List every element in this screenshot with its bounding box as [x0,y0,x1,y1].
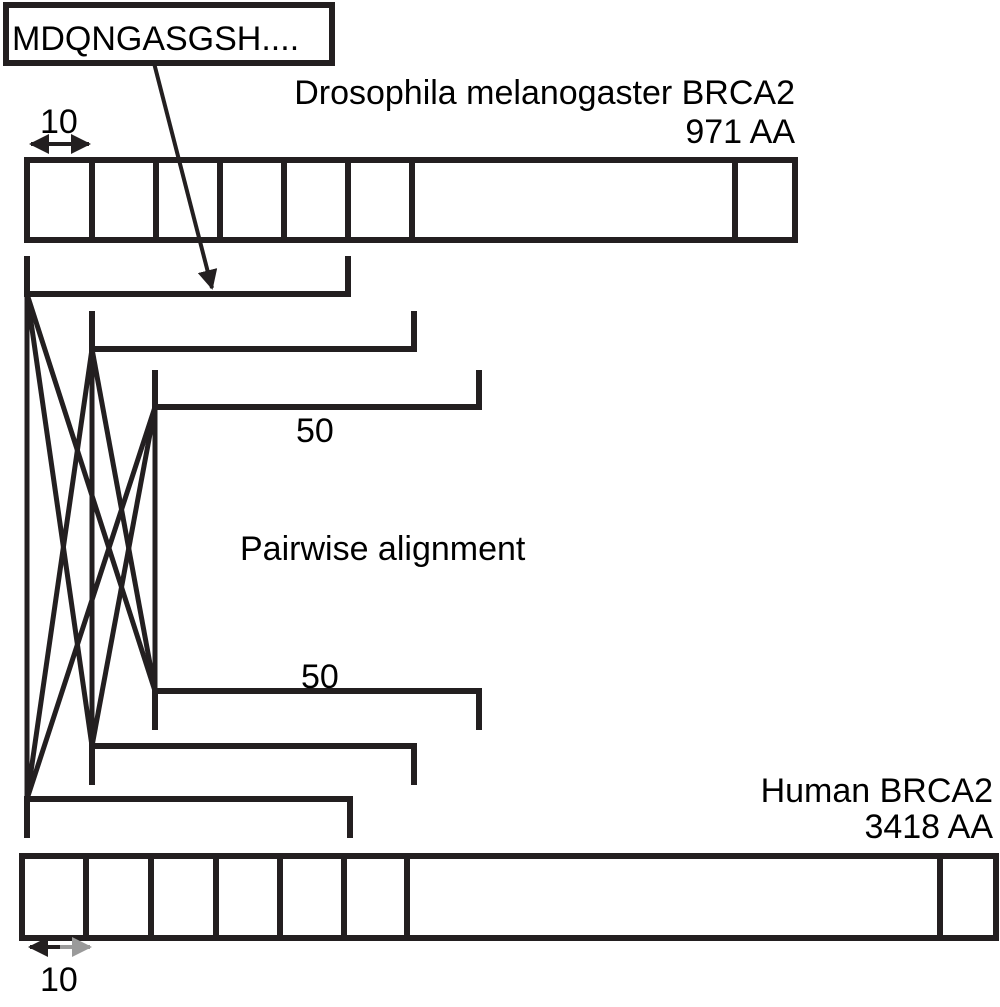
drosophila-domain-dividers [89,160,738,240]
bottom-window-2 [89,743,417,785]
bottom-window-3 [152,688,482,730]
human-protein-bar [19,853,999,941]
sequence-pointer-arrow [152,62,218,290]
sequence-text: MDQNGASGSH.... [12,20,299,58]
human-protein-name: Human BRCA2 [761,772,993,810]
top-window-1 [24,256,351,297]
human-domain-dividers [83,856,943,938]
top-window-2 [89,311,417,352]
bottom-window-size-label: 50 [301,658,339,696]
bottom-scale-label: 10 [40,961,78,999]
pairwise-alignment-lines [24,293,158,800]
top-window-3 [152,370,482,410]
sequence-box [3,2,335,66]
top-scale-label: 10 [40,103,78,141]
bottom-window-1 [24,796,353,838]
human-protein-length: 3418 AA [864,808,993,846]
drosophila-protein-name: Drosophila melanogaster BRCA2 [294,74,795,112]
top-window-size-label: 50 [296,412,334,450]
alignment-label: Pairwise alignment [240,530,526,568]
drosophila-protein-length: 971 AA [685,113,795,151]
